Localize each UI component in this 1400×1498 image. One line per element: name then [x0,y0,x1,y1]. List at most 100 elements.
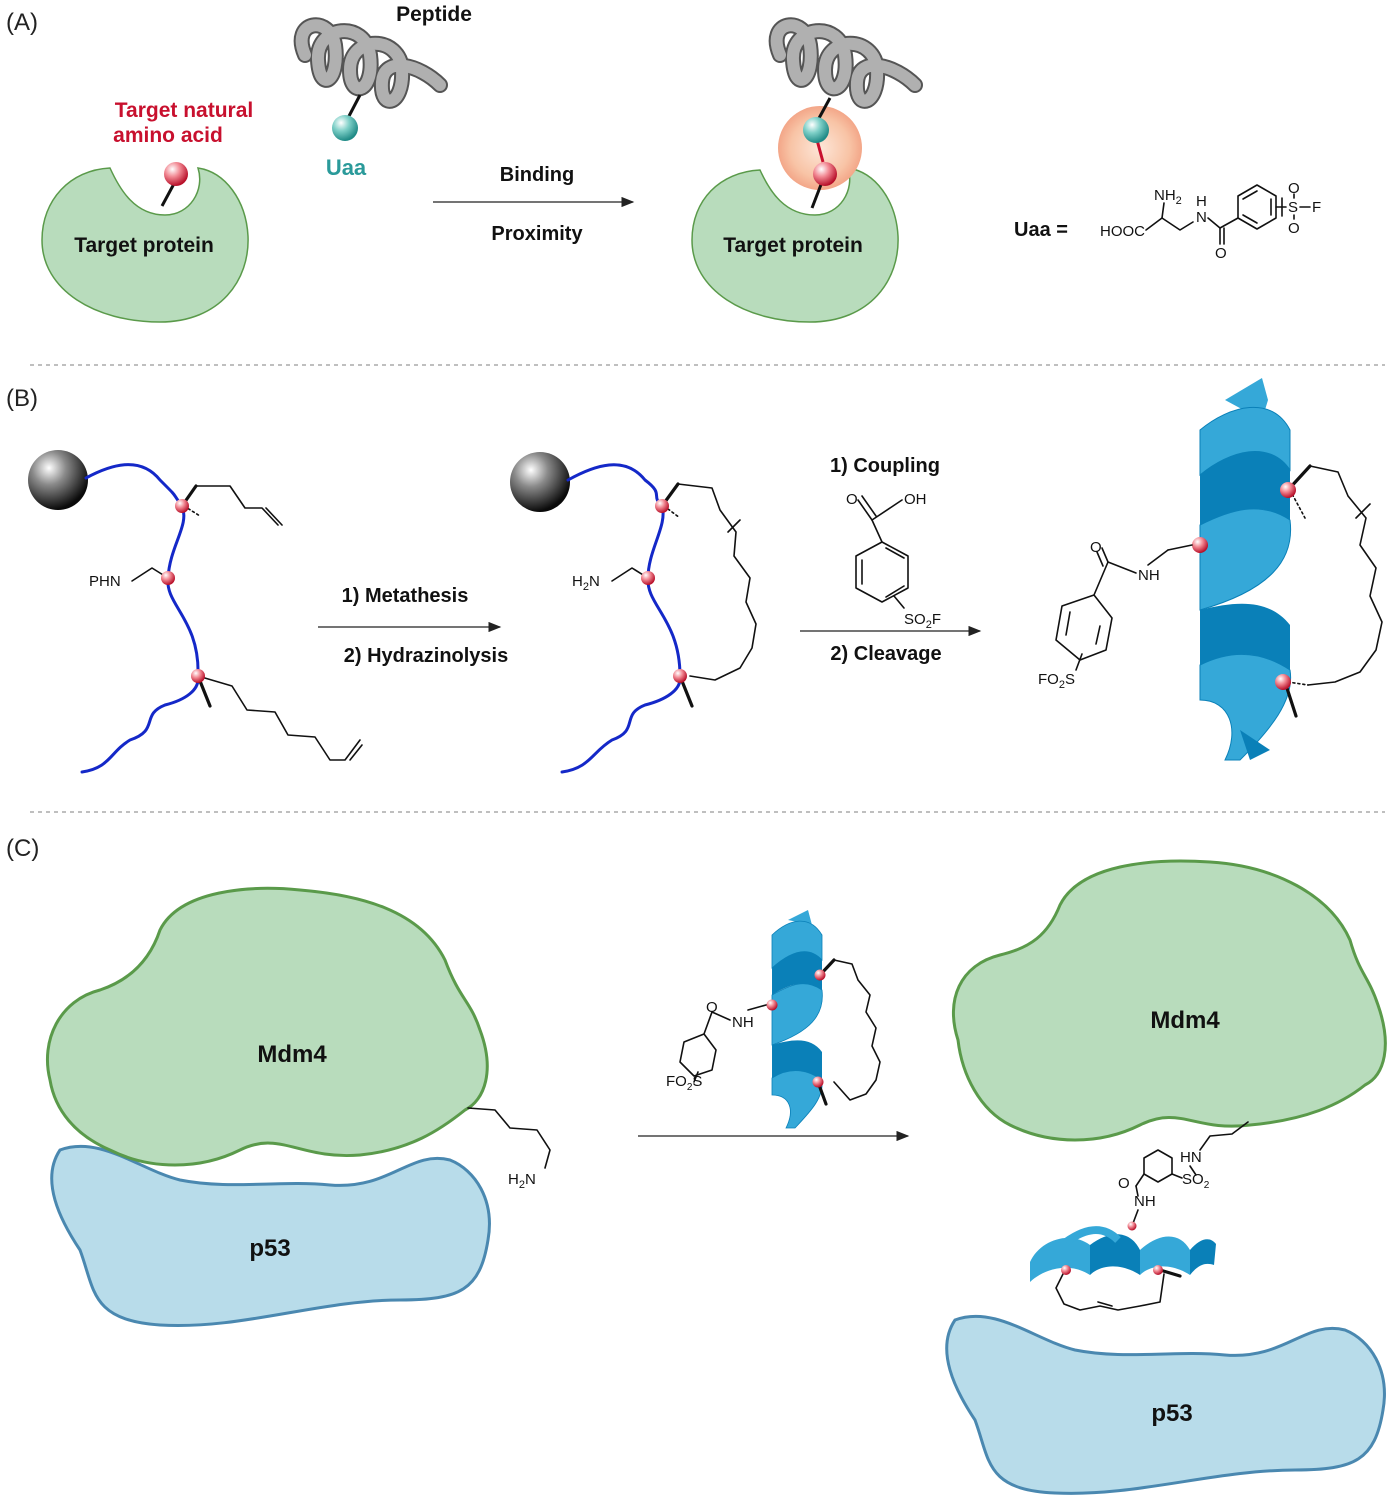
p53-left-label: p53 [249,1235,290,1262]
cleavage-label: 2) Cleavage [830,643,941,665]
peptide-coil-left [293,17,448,109]
reagent-c-residue-middle [766,999,778,1011]
covalent-link [815,139,825,163]
lysine-sidechain [467,1107,551,1169]
panel-b: (B) PHN 1) Metathesis 2) Hydrazinolysis … [6,378,1383,774]
phn-label: PHN [89,573,121,590]
mdm4-right-shape [951,859,1387,1142]
uaa-stem-right [816,97,832,121]
target-aa-stem-right [810,181,824,209]
uaa-hooc: HOOC [1100,223,1145,240]
right-hn: HN [1180,1149,1202,1166]
product-b-nh: NH [1138,567,1160,584]
chain-1-residue-lower [191,669,205,683]
bound-helix-macrocycle [1055,1271,1165,1311]
product-b-residue-middle [1192,537,1208,553]
reagent-c-fo2s: FO2S [666,1073,702,1093]
bound-helix-residue-link [1127,1221,1137,1231]
h2n-label-b: H2N [572,573,600,593]
chain-2-residue-middle [641,571,655,585]
coupling-label: 1) Coupling [830,455,940,477]
peptide-chain-2 [560,463,682,774]
uaa-stem-left [346,94,362,119]
product-b-warhead: NH O FO2S [1038,539,1193,691]
hydrazinolysis-label: 2) Hydrazinolysis [344,645,509,667]
target-aa-ball-right [813,162,837,186]
uaa-o-top: O [1288,180,1300,197]
chain-1-residue-upper [175,499,189,513]
uaa-h: H [1196,193,1207,210]
product-b-fo2s: FO2S [1038,671,1075,691]
chain-2-macrocycle [661,483,757,681]
reagent-c-o: O [706,999,718,1016]
panel-a: (A) Target protein Target natural amino … [6,3,1321,323]
metathesis-label: 1) Metathesis [342,585,469,607]
lysine-h2n: H2N [508,1171,536,1191]
p53-right-label: p53 [1151,1400,1192,1427]
reagent-c-nh: NH [732,1014,754,1031]
chain-2-residue-lower [673,669,687,683]
bound-helix-residue-left [1061,1265,1071,1275]
panel-a-label: (A) [6,9,38,36]
stapled-helix-reagent-c [771,910,823,1129]
proximity-label: Proximity [491,223,583,245]
binding-label: Binding [500,164,574,186]
uaa-n: N [1196,209,1207,226]
uaa-f: F [1312,199,1321,216]
reagent-c-residue-upper [814,969,826,981]
bound-helix-c [1030,1226,1216,1282]
panel-c-label: (C) [6,835,39,862]
right-nh: NH [1134,1193,1156,1210]
reagent-c-macrocycle [819,959,881,1101]
reagent-benzoic-acid: O OH SO2F [846,491,941,631]
right-lysine-linker [1199,1121,1249,1151]
uaa-ball-left [332,115,358,141]
right-o: O [1118,1175,1130,1192]
mdm4-left-label: Mdm4 [257,1041,327,1068]
target-aa-label-line2: amino acid [113,124,223,147]
p53-left-shape [50,1144,491,1328]
mdm4-left-shape [45,886,489,1167]
reagent-c-warhead: NH O FO2S [666,999,767,1093]
target-protein-right-label: Target protein [723,234,863,257]
stapled-helix-b [1199,378,1292,761]
target-aa-label-line1: Target natural [115,99,253,122]
resin-bead-1 [28,450,88,510]
right-so2: SO2 [1182,1171,1210,1191]
reagent-so2f: SO2F [904,611,941,631]
panel-b-label: (B) [6,385,38,412]
reagent-o: O [846,491,858,508]
uaa-structure: HOOC NH2 H N O S O O F [1100,180,1321,262]
chain-1-residue-middle [161,571,175,585]
right-aryl-ring [1143,1149,1173,1183]
panel-c: (C) p53 Mdm4 H2N NH O [6,835,1387,1495]
uaa-s: S [1288,199,1298,216]
resin-bead-2 [510,452,570,512]
uaa-ball-right [803,117,829,143]
uaa-o-bottom: O [1288,220,1300,237]
bound-helix-residue-right [1153,1265,1163,1275]
peptide-coil-right [768,17,923,109]
uaa-nh2: NH2 [1154,187,1182,207]
peptide-label: Peptide [396,3,472,26]
product-b-macrocycle [1287,465,1383,686]
reagent-oh: OH [904,491,927,508]
peptide-chain-1 [80,463,200,774]
chain-2-residue-upper [655,499,669,513]
target-protein-left-shape [41,167,249,323]
uaa-eq-label: Uaa = [1014,219,1068,241]
product-b-residue-lower [1275,674,1291,690]
chain-1-lower-sidechain [197,675,361,761]
uaa-o: O [1215,245,1227,262]
mdm4-right-label: Mdm4 [1150,1007,1220,1034]
reagent-c-residue-lower [812,1076,824,1088]
target-protein-left-label: Target protein [74,234,214,257]
target-protein-right-shape [691,167,899,323]
product-b-residue-upper [1280,482,1296,498]
uaa-label: Uaa [326,155,367,180]
target-aa-ball-left [164,162,188,186]
product-b-o: O [1090,539,1102,556]
chain-1-upper-sidechain [181,485,279,526]
p53-right-shape [945,1314,1386,1495]
